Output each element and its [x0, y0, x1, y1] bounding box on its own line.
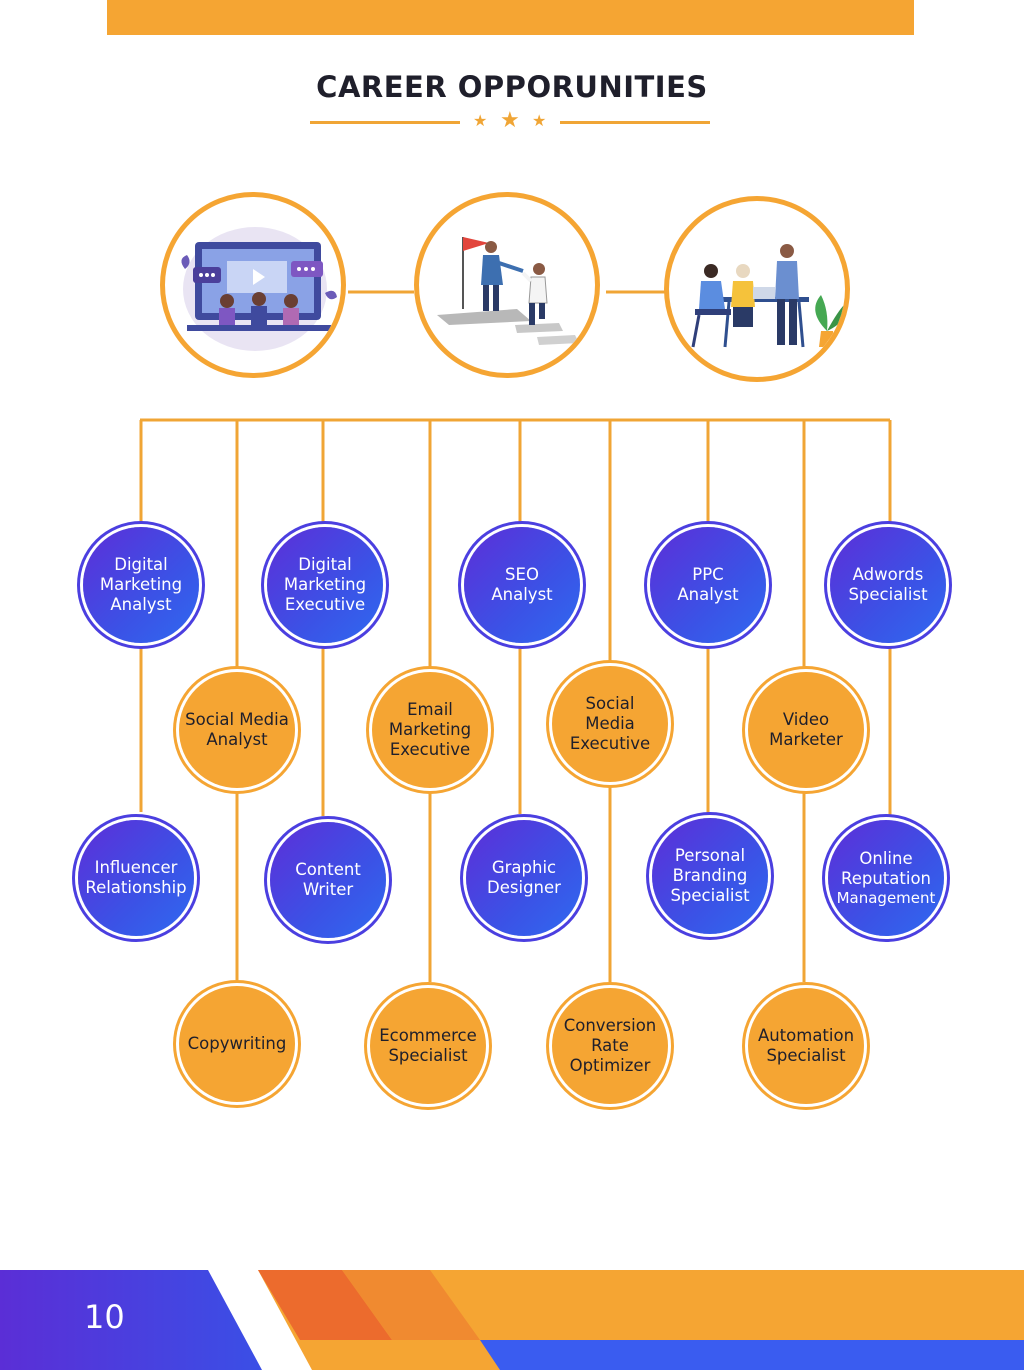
- footer-red-stripe: [258, 1270, 392, 1340]
- star-icon: ★: [500, 107, 520, 132]
- team-meeting-illustration: [664, 196, 850, 382]
- node-copywriting: Copywriting: [179, 986, 295, 1102]
- page-number: 10: [84, 1298, 125, 1336]
- footer-mid-stripe: [342, 1270, 480, 1340]
- team-meeting-icon: [691, 244, 845, 348]
- title-rule-right: [560, 121, 710, 124]
- career-climb-handshake-illustration: [414, 192, 600, 378]
- footer-blue-strip: [480, 1340, 1024, 1370]
- career-climb-icon: [437, 237, 579, 345]
- page-title: CAREER OPPORUNITIES: [316, 70, 708, 104]
- title-rule-left: [310, 121, 460, 124]
- footer-left-block: [0, 1270, 262, 1370]
- star-icon: ★: [473, 113, 488, 130]
- star-icon: ★: [532, 113, 547, 130]
- footer-band: [0, 1270, 1024, 1370]
- online-classroom-icon: [181, 227, 337, 351]
- top-accent-bar: [107, 0, 914, 35]
- online-classroom-illustration: [160, 192, 346, 378]
